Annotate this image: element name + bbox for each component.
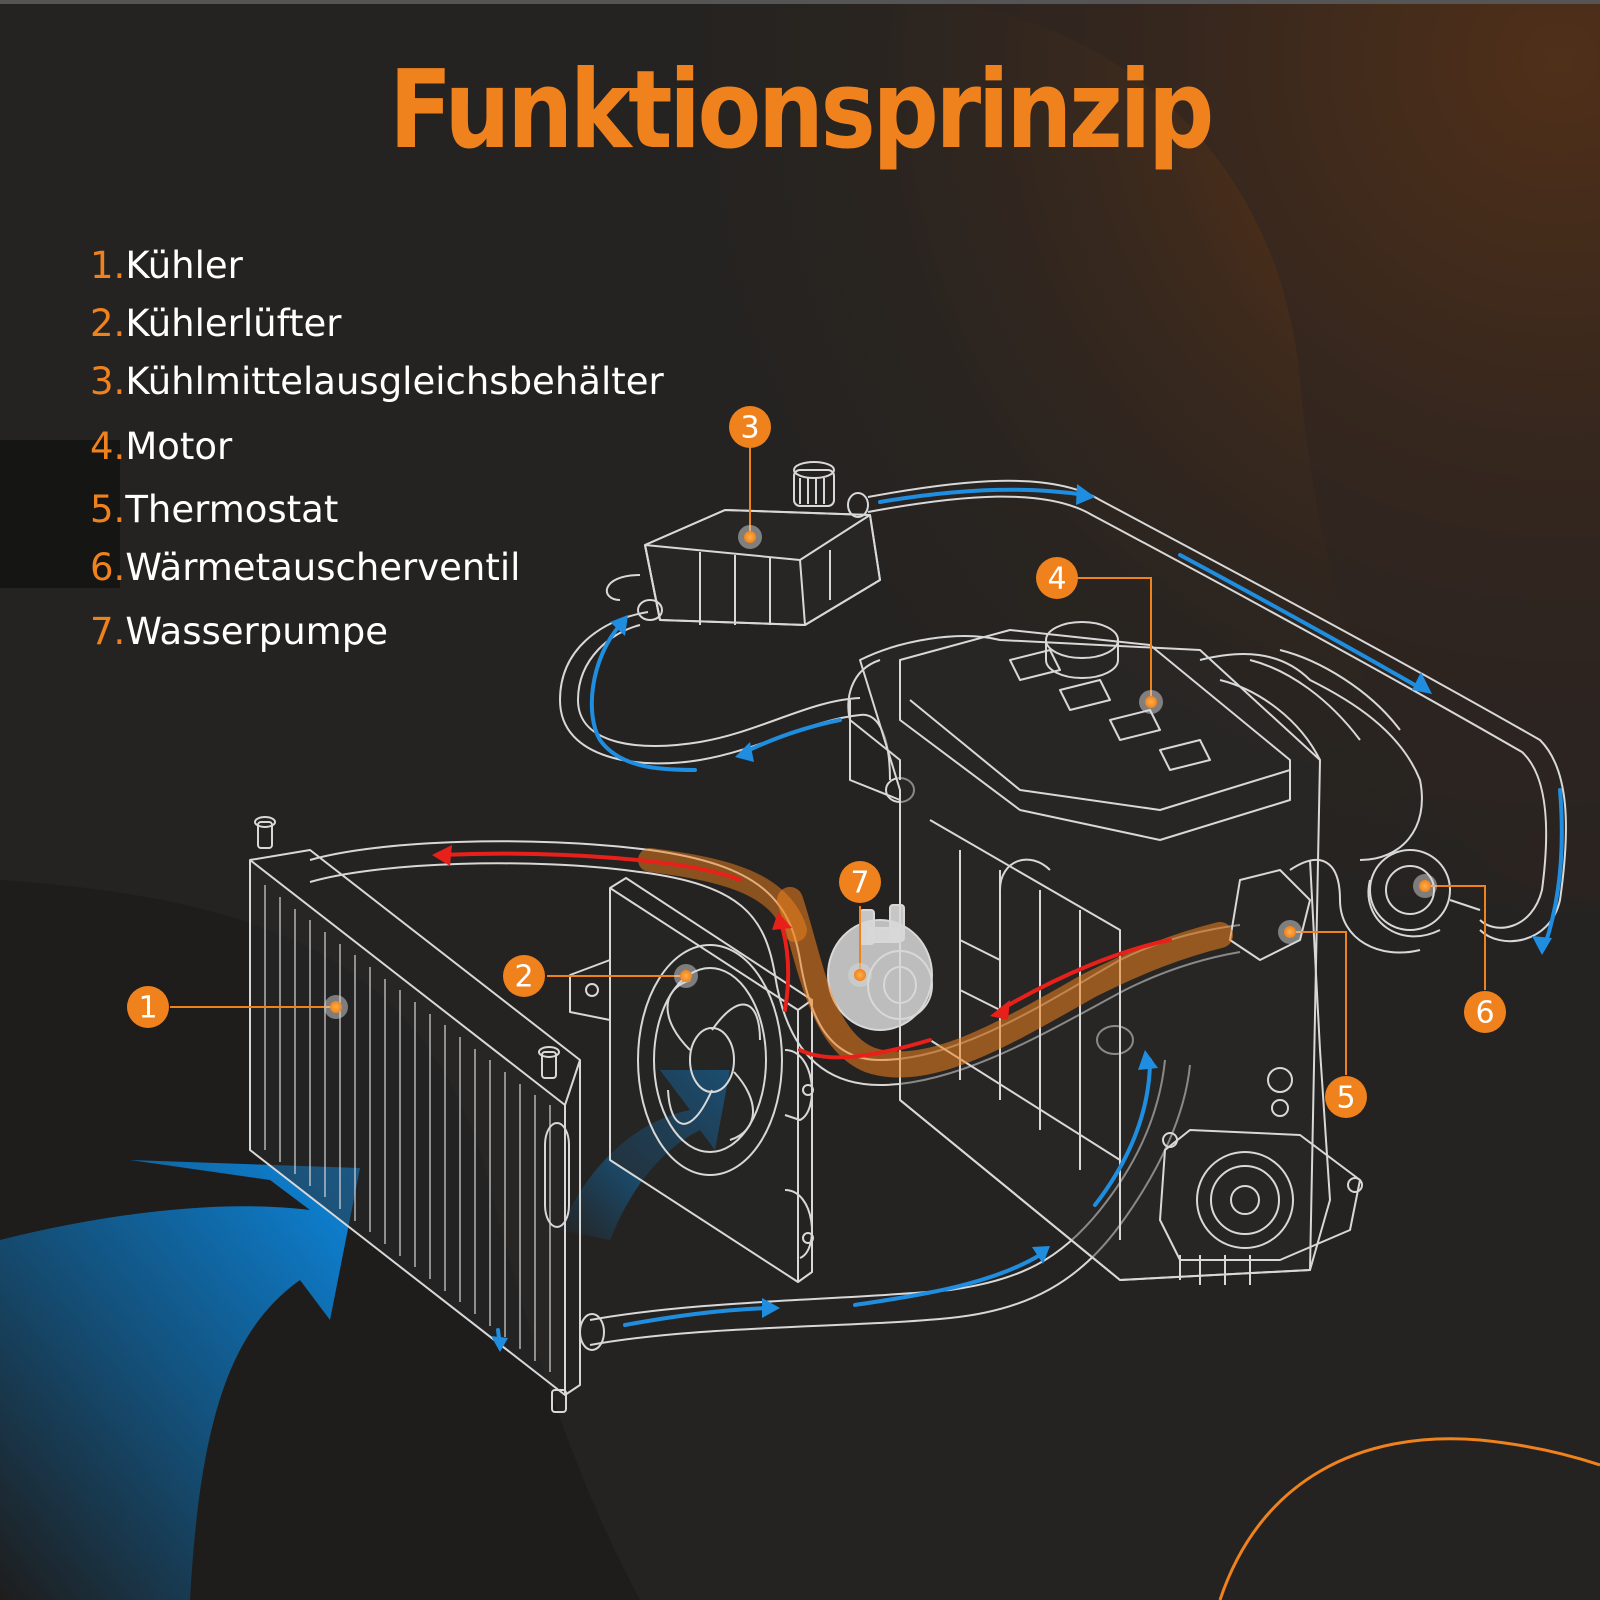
callout-number: 1 — [138, 991, 157, 1026]
cold-flow-arrows — [496, 487, 1564, 1347]
radiator-fan — [569, 877, 814, 1283]
legend-label: Kühlerlüfter — [125, 302, 342, 345]
leader-lines — [170, 445, 1486, 1075]
heater-hose — [867, 479, 1567, 943]
target-dots — [324, 525, 1437, 1019]
callout-4: 4 — [1036, 557, 1078, 599]
cold-flow-arrowheads — [491, 484, 1552, 1352]
legend-number: 4. — [90, 425, 126, 468]
callout-2: 2 — [503, 955, 545, 997]
legend-label: Thermostat — [125, 488, 339, 531]
decorative-orange-arc — [1218, 1437, 1600, 1600]
legend-number: 1. — [90, 244, 126, 287]
lower-hose — [589, 1059, 1166, 1321]
callout-number: 2 — [514, 960, 533, 995]
callout-3: 3 — [729, 406, 771, 448]
engine — [847, 621, 1481, 1285]
bypass-hose — [559, 611, 891, 781]
legend-number: 5. — [90, 488, 126, 531]
legend-item-2: 2.Kühlerlüfter — [90, 302, 341, 345]
legend-number: 3. — [90, 360, 126, 403]
callout-number: 6 — [1475, 996, 1494, 1031]
legend-label: Wärmetauscherventil — [125, 546, 521, 589]
water-pump — [827, 904, 933, 1031]
callout-number: 5 — [1336, 1081, 1355, 1116]
callout-7: 7 — [839, 861, 881, 903]
legend-item-3: 3.Kühlmittelausgleichsbehälter — [90, 360, 664, 403]
legend-item-1: 1.Kühler — [90, 244, 243, 287]
hot-coolant-hose — [777, 887, 1233, 1078]
legend-label: Kühler — [125, 244, 243, 287]
legend-number: 6. — [90, 546, 126, 589]
callout-1: 1 — [127, 986, 169, 1028]
legend-label: Kühlmittelausgleichsbehälter — [125, 360, 664, 403]
callout-number: 7 — [850, 866, 869, 901]
legend-label: Motor — [125, 425, 233, 468]
legend-number: 7. — [90, 610, 126, 653]
page-title: Funktionsprinzip — [389, 48, 1214, 173]
legend-label: Wasserpumpe — [125, 610, 388, 653]
callout-6: 6 — [1464, 991, 1506, 1033]
callout-number: 3 — [740, 411, 759, 446]
callout-number: 4 — [1047, 562, 1066, 597]
legend-item-5: 5.Thermostat — [90, 488, 338, 531]
hot-flow-arrowheads — [432, 845, 1010, 1020]
callout-5: 5 — [1325, 1076, 1367, 1118]
airflow-arrow-large — [0, 1160, 360, 1600]
radiator — [249, 816, 581, 1413]
legend-item-4: 4.Motor — [90, 425, 232, 468]
legend-item-7: 7.Wasserpumpe — [90, 610, 388, 653]
expansion-tank — [605, 461, 881, 626]
hot-flow-arrows — [438, 851, 1172, 1060]
legend-number: 2. — [90, 302, 126, 345]
legend-item-6: 6.Wärmetauscherventil — [90, 546, 520, 589]
